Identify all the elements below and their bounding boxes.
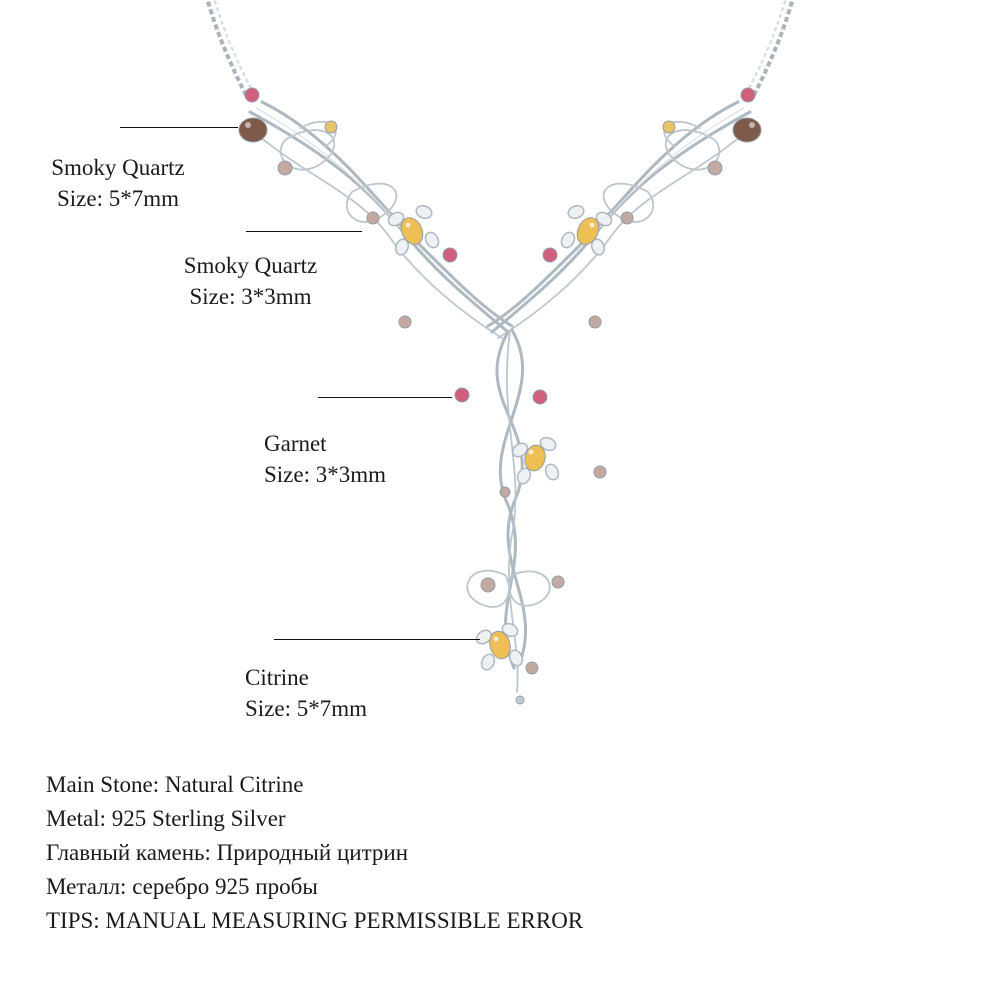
callout-stone-size: Size: 5*7mm: [245, 696, 368, 721]
garnet-gem-center: [454, 387, 470, 403]
smoky-quartz-gem-small: [499, 486, 511, 498]
flower-petal: [480, 653, 496, 671]
description-tips: TIPS: MANUAL MEASURING PERMISSIBLE ERROR: [46, 908, 584, 933]
callout-line: [246, 231, 362, 232]
flower-petal: [539, 436, 557, 452]
flower-petal: [508, 649, 524, 667]
flower-petal: [501, 622, 519, 638]
callout-label: Smoky Quartz Size: 5*7mm: [28, 152, 208, 214]
necklace-illustration: [204, 0, 796, 705]
callout-label: Citrine Size: 5*7mm: [245, 662, 425, 724]
smoky-quartz-gem-small: [525, 661, 539, 675]
pendant-vine: [506, 330, 519, 693]
callout-line: [120, 127, 238, 128]
callout-label: Garnet Size: 3*3mm: [264, 428, 434, 490]
callout-stone-name: Smoky Quartz: [183, 253, 318, 278]
necklace-right-arm: [486, 0, 796, 340]
callout-stone-size: Size: 3*3mm: [189, 284, 312, 309]
smoky-quartz-gem-small: [480, 577, 496, 593]
callout-stone-name: Garnet: [264, 431, 327, 456]
pendant-leaf-loop: [466, 569, 510, 608]
callout-line: [274, 639, 480, 640]
callout-stone-name: Smoky Quartz: [51, 155, 185, 180]
smoky-quartz-gem-small: [593, 465, 607, 479]
pendant-leaf-loop: [508, 570, 551, 607]
gem-highlight: [528, 449, 534, 455]
silver-bead: [515, 695, 525, 705]
description-main-stone-ru: Главный камень: Природный цитрин: [46, 840, 409, 865]
garnet-gem: [532, 389, 548, 405]
gem-highlight: [493, 636, 499, 642]
callout-stone-size: Size: 3*3mm: [264, 462, 387, 487]
product-description: Main Stone: Natural Citrine Metal: 925 S…: [46, 768, 786, 938]
pendant-vine: [498, 328, 524, 670]
callout-label: Smoky Quartz Size: 3*3mm: [168, 250, 333, 312]
flower-petal: [475, 629, 493, 645]
callout-line: [318, 397, 452, 398]
flower-petal: [544, 463, 560, 481]
description-metal-ru: Металл: серебро 925 пробы: [46, 874, 318, 899]
callout-stone-name: Citrine: [245, 665, 309, 690]
smoky-quartz-gem-small: [551, 575, 565, 589]
description-main-stone: Main Stone: Natural Citrine: [46, 772, 304, 797]
flower-petal: [511, 442, 529, 458]
description-metal: Metal: 925 Sterling Silver: [46, 806, 286, 831]
flower-petal: [516, 467, 532, 485]
callout-stone-size: Size: 5*7mm: [56, 186, 180, 211]
